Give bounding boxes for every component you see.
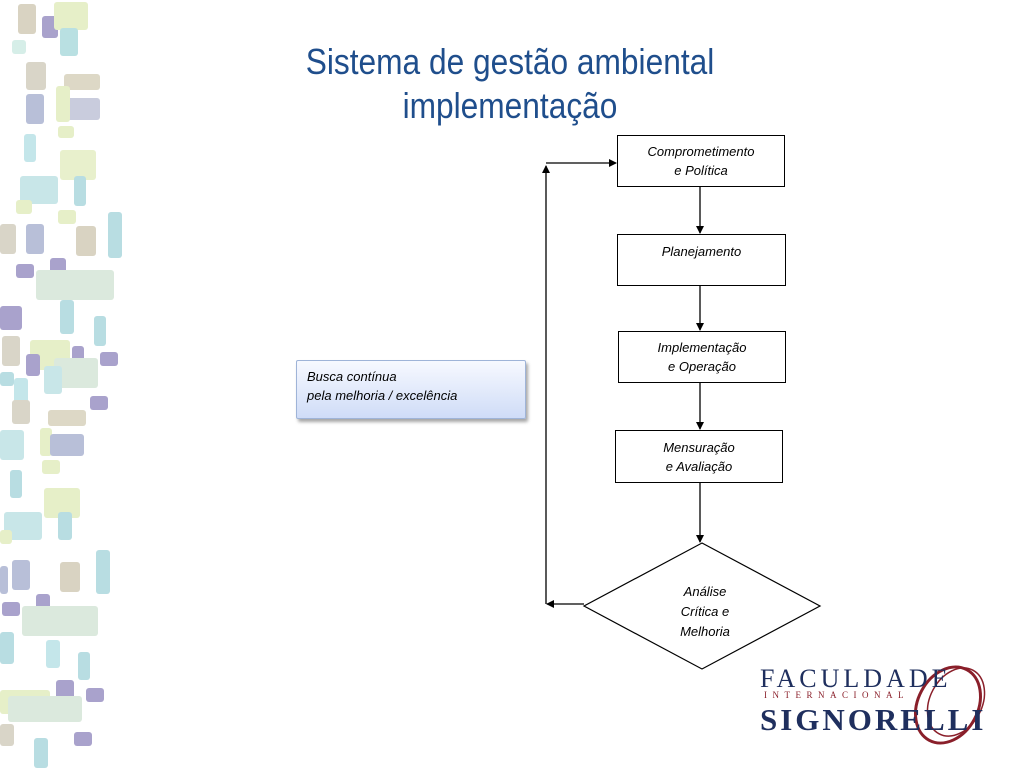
logo-text-signorelli: SIGNORELLI [760, 702, 987, 737]
step-planejamento: Planejamento [617, 234, 786, 286]
title-line-1: Sistema de gestão ambiental [305, 41, 715, 82]
slide-title: Sistema de gestão ambiental implementaçã… [290, 40, 730, 128]
step-comprometimento-label: Comprometimento e Política [647, 144, 755, 178]
step-implementacao-label: Implementação e Operação [657, 340, 747, 374]
decision-label: Análise Crítica e Melhoria [680, 584, 730, 639]
continuous-improvement-note: Busca contínua pela melhoria / excelênci… [296, 360, 526, 419]
logo-text-internacional: INTERNACIONAL [764, 690, 909, 700]
note-text: Busca contínua pela melhoria / excelênci… [307, 369, 458, 403]
decorative-pattern [0, 0, 130, 768]
step-implementacao: Implementação e Operação [618, 331, 786, 383]
step-mensuracao-label: Mensuração e Avaliação [663, 439, 735, 474]
institution-logo: FACULDADE INTERNACIONAL SIGNORELLI [756, 660, 1006, 750]
step-comprometimento: Comprometimento e Política [617, 135, 785, 187]
logo-ring-emblem [914, 665, 986, 745]
step-mensuracao: Mensuração e Avaliação [615, 430, 783, 483]
step-planejamento-label: Planejamento [661, 244, 742, 259]
logo-text-faculdade: FACULDADE [760, 664, 952, 693]
title-line-2: implementação [402, 85, 618, 126]
decision-diamond [582, 542, 822, 670]
